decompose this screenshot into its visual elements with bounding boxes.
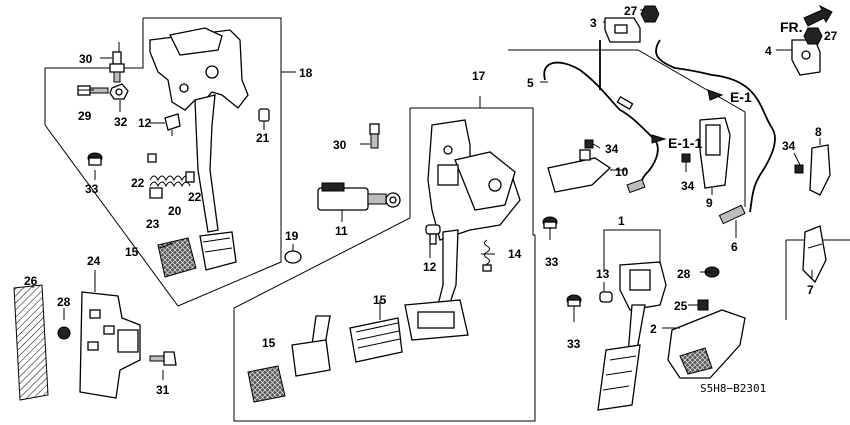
cushion-33-lower: [566, 294, 582, 307]
callout-27-right: 27: [824, 29, 838, 43]
brake-pedal-assembly: [149, 27, 249, 271]
nut-27-right: [803, 27, 823, 45]
clip-19: [284, 250, 302, 264]
cushion-28-left: [57, 326, 71, 340]
callout-2: 2: [650, 322, 657, 336]
callout-13: 13: [596, 267, 610, 281]
callout-14: 14: [508, 247, 522, 261]
bolt-30-upper: [109, 51, 125, 83]
bracket-9: [699, 117, 731, 189]
floor-mat-26: [13, 284, 49, 401]
callout-11: 11: [335, 224, 348, 238]
cable-6: [655, 39, 776, 225]
brake-switch-11: [317, 182, 401, 211]
bushing-12-middle: [425, 224, 441, 245]
callout-32: 32: [114, 115, 128, 129]
bolt-31: [149, 351, 177, 366]
cushion-33-middle: [542, 216, 558, 229]
cable-5: [543, 40, 659, 194]
accelerator-pedal-unit-1: [597, 261, 667, 411]
callout-34-right: 34: [782, 139, 796, 153]
callout-24: 24: [87, 254, 101, 268]
callout-25: 25: [674, 299, 688, 313]
nut-27-upper: [640, 5, 660, 23]
spring-14: [482, 239, 492, 272]
callout-3: 3: [590, 16, 597, 30]
bushing-13: [599, 291, 613, 303]
callout-12-middle: 12: [423, 260, 437, 274]
drawing-code: S5H8−B2301: [700, 382, 766, 395]
callout-27-upper: 27: [624, 4, 638, 18]
cushion-33-left: [87, 152, 103, 166]
front-direction-label: FR.: [780, 19, 803, 35]
callout-21: 21: [256, 131, 270, 145]
brake-pedal-box-outline: [44, 17, 296, 307]
leader-lines: [32, 9, 821, 380]
bolt-34-middle: [681, 153, 691, 163]
callout-15-lower: 15: [262, 336, 276, 350]
clip-25: [697, 299, 709, 311]
callout-18: 18: [299, 66, 313, 80]
bracket-10: [547, 149, 612, 193]
floor-cover-2: [667, 309, 746, 379]
callout-15-upper: 15: [125, 245, 139, 259]
bolt-34-right: [794, 164, 804, 174]
callout-9: 9: [706, 196, 713, 210]
callout-33-left: 33: [85, 182, 99, 196]
bracket-7: [802, 225, 827, 284]
callout-28-right: 28: [677, 267, 691, 281]
nut-32: [109, 83, 129, 100]
callout-30-upper: 30: [79, 52, 93, 66]
bracket-3: [604, 17, 641, 43]
callout-10: 10: [615, 165, 629, 179]
accelerator-pedal-assembly: [404, 119, 521, 341]
spring-assembly: [147, 153, 195, 199]
callout-12-upper: 12: [138, 116, 152, 130]
callout-34-middle: 34: [681, 179, 695, 193]
callout-19: 19: [285, 229, 299, 243]
callout-20: 20: [168, 204, 182, 218]
callout-7: 7: [807, 283, 814, 297]
bracket-8: [809, 144, 831, 196]
bracket-24: [79, 291, 141, 399]
callout-17: 17: [472, 69, 486, 83]
callout-1: 1: [618, 214, 625, 228]
front-direction-arrow: [803, 4, 833, 27]
reference-e1: E-1: [730, 89, 752, 105]
bushing-12-upper: [164, 113, 181, 136]
clip-21: [258, 108, 270, 122]
bolt-30-middle: [369, 123, 380, 149]
callout-4: 4: [765, 44, 772, 58]
callout-8: 8: [815, 125, 822, 139]
callout-33-middle: 33: [545, 255, 559, 269]
reference-e1-arrow: [707, 89, 724, 101]
callout-30-middle: 30: [333, 138, 347, 152]
callout-28-left: 28: [57, 295, 71, 309]
callout-31: 31: [156, 383, 170, 397]
callout-22-right: 22: [188, 190, 202, 204]
callout-labels: 30 29 32 12 18 21 33 22 22 20 23 15 19 1…: [24, 4, 838, 397]
callout-33-lower: 33: [567, 337, 581, 351]
callout-29: 29: [78, 109, 92, 123]
accelerator-pad-16: [349, 317, 403, 363]
brake-pedal-pad: [157, 237, 197, 278]
callout-16: 15: [373, 293, 387, 307]
reference-e1-1-arrow: [651, 134, 667, 144]
callout-34-upper: 34: [605, 142, 619, 156]
callout-5: 5: [527, 76, 534, 90]
bolt-34-upper: [584, 139, 594, 149]
callout-6: 6: [731, 240, 738, 254]
callout-23: 23: [146, 217, 160, 231]
accel-pedal-box-outline: [233, 96, 536, 422]
brake-pedal-pad-lower: [247, 315, 331, 403]
callout-22-left: 22: [131, 176, 145, 190]
callout-26: 26: [24, 274, 38, 288]
reference-e1-1: E-1-1: [668, 135, 702, 151]
bracket-4: [791, 39, 821, 76]
